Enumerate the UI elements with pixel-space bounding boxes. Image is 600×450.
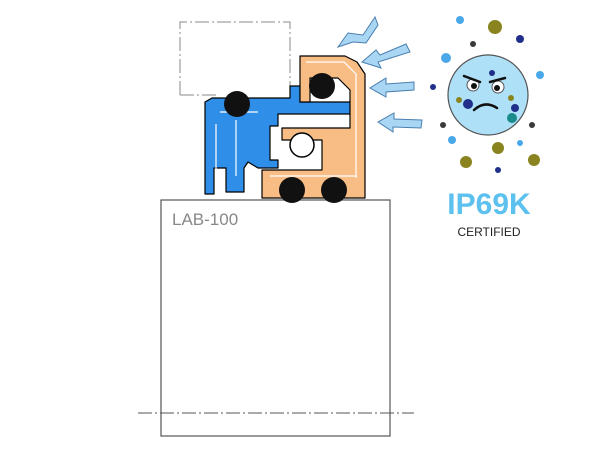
particle-cloud [430, 16, 544, 173]
reference-outline [179, 21, 291, 95]
o-ring-icon [309, 73, 335, 99]
housing-label: LAB-100 [172, 210, 238, 229]
rating-code: IP69K [447, 188, 531, 221]
o-ring-icon [279, 177, 305, 203]
contaminant-face-icon [447, 54, 529, 136]
pressure-arrow-icon [369, 77, 415, 98]
rating-caption: CERTIFIED [457, 225, 520, 239]
pressure-arrow-icon [336, 15, 379, 48]
o-ring-icon [321, 177, 347, 203]
housing-block [160, 199, 391, 437]
stator-groove-line [270, 61, 357, 178]
pressure-arrow-icon [377, 112, 423, 133]
o-ring-icon [224, 91, 250, 117]
bearing-ball-icon [289, 132, 315, 158]
pressure-arrow-icon [360, 43, 411, 69]
